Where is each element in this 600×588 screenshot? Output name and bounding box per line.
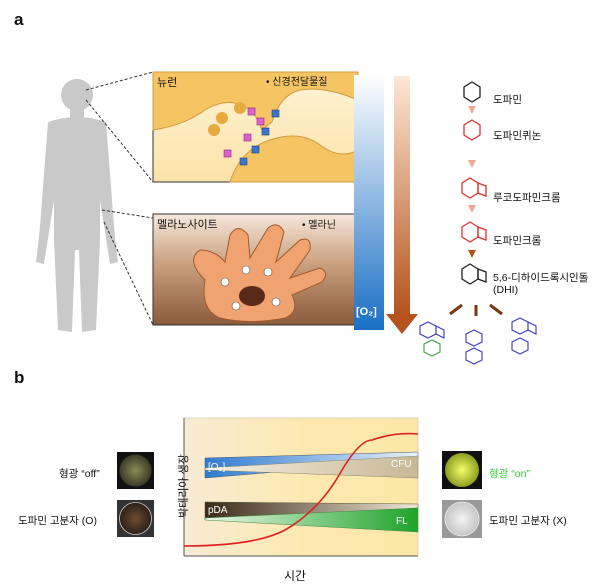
chemical-structures [461, 81, 487, 285]
melanocyte-label: 멜라노사이트 [157, 219, 218, 231]
plate-photos [117, 451, 482, 538]
polymer-branch-arrows [449, 303, 503, 316]
neurotransmitter-label: • 신경전달물질 [266, 77, 328, 88]
bar-fl-shape [204, 507, 419, 533]
bar-pda-label: pDA [208, 505, 228, 516]
oligomer-structures [419, 317, 537, 365]
x-axis-label: 시간 [284, 569, 307, 583]
structure-dopaminechrome [461, 221, 487, 243]
pathway-step-dhi: 5,6-디하이드록시인돌 (DHI) [493, 272, 589, 296]
pathway-step-arrows [468, 106, 476, 258]
zoom-lines [85, 71, 154, 326]
bar-fl-label: FL [396, 516, 408, 527]
structure-dhi [461, 263, 487, 285]
bar-o2-label: [O₂] [208, 462, 226, 473]
growth-graph [183, 417, 419, 557]
bar-cfu-label: CFU [391, 459, 412, 470]
melanin-label: • 멜라닌 [302, 220, 336, 231]
structure-dopaminequinone [463, 119, 481, 141]
growth-curve [183, 432, 419, 547]
bar-cfu-shape [204, 455, 419, 479]
structure-dopamine [463, 81, 481, 103]
panel-b-letter: b [14, 368, 25, 387]
pathway-step-leucodopaminechrome: 루코도파민크롬 [493, 192, 561, 204]
structure-leucodopaminechrome [461, 177, 487, 199]
neuron-label: 뉴런 [157, 77, 178, 89]
left-polymer-label: 도파민 고분자 (O) [18, 515, 97, 527]
pathway-step-dopaminechrome: 도파민크롬 [493, 235, 542, 247]
pathway-step-dopamine: 도파민 [493, 94, 522, 106]
oxygen-gradient-wedge [354, 75, 384, 330]
oxygen-label: [O₂] [356, 306, 377, 318]
neurotransmitter-dot-icon: • [266, 77, 270, 88]
melanin-dot-icon: • [302, 220, 306, 231]
melanocyte-box [152, 213, 359, 326]
left-fluor-off-label: 형광 “off” [59, 468, 100, 480]
panel-a-letter: a [14, 10, 24, 29]
pathway-arrow [386, 76, 418, 334]
neuron-box [152, 71, 359, 183]
human-silhouette [36, 79, 118, 332]
pathway-step-dopaminequinone: 도파민퀴논 [493, 130, 542, 142]
right-fluor-on-label: 형광 “on” [489, 468, 530, 480]
y-axis-label: 박테리아 생장 [178, 454, 190, 518]
right-polymer-label: 도파민 고분자 (X) [489, 515, 567, 527]
